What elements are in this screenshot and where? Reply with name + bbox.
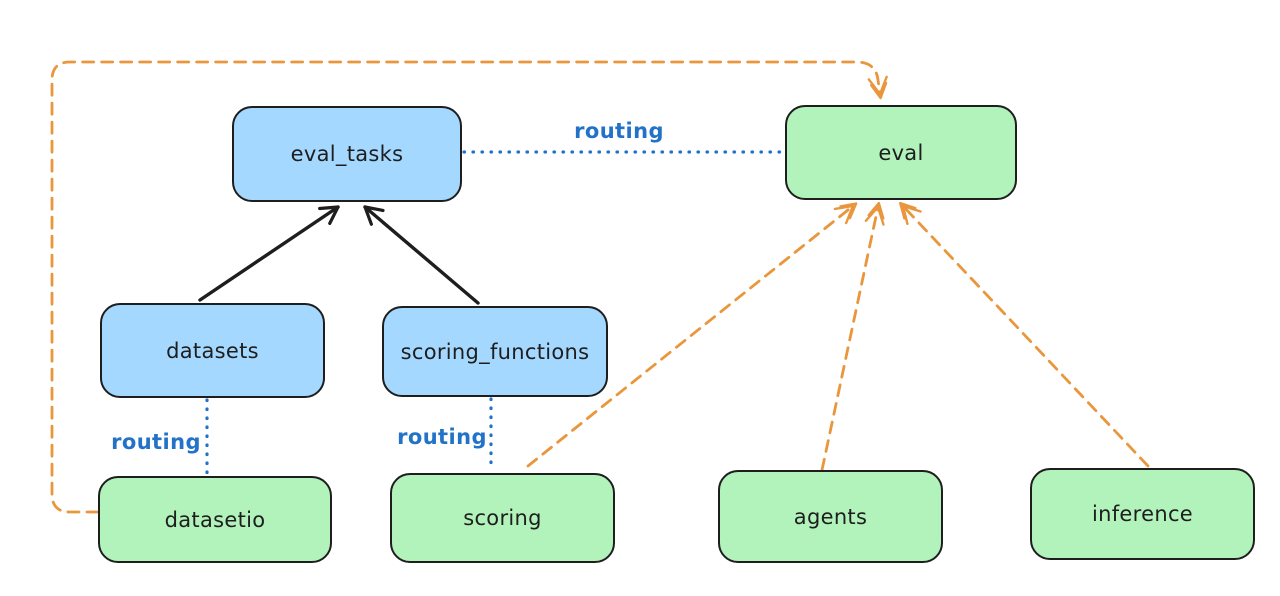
edge-datasetio-to-eval: [50, 60, 888, 514]
node-agents: agents: [718, 470, 943, 563]
routing-label-datasets-datasetio: routing: [111, 430, 201, 454]
node-datasets-label: datasets: [166, 338, 259, 363]
node-scoring: scoring: [390, 473, 615, 563]
edge-agents-to-eval: [820, 201, 885, 472]
node-eval-label: eval: [878, 140, 924, 165]
edge-scoring-to-eval: [526, 202, 858, 468]
node-agents-label: agents: [793, 504, 868, 529]
node-scoring-functions-label: scoring_functions: [400, 339, 590, 364]
node-inference: inference: [1030, 468, 1255, 560]
node-datasetio: datasetio: [98, 476, 332, 563]
routing-label-scoring-functions-scoring: routing: [397, 425, 487, 449]
node-datasetio-label: datasetio: [164, 507, 266, 532]
node-scoring-functions: scoring_functions: [382, 306, 608, 397]
node-datasets: datasets: [100, 303, 325, 398]
node-eval: eval: [785, 105, 1017, 200]
edge-datasets-to-eval-tasks: [198, 205, 340, 302]
node-eval-tasks-label: eval_tasks: [290, 142, 404, 166]
node-scoring-label: scoring: [463, 506, 542, 530]
node-eval-tasks: eval_tasks: [232, 106, 462, 202]
node-inference-label: inference: [1091, 502, 1194, 526]
edge-scoring-functions-to-eval-tasks: [363, 205, 480, 305]
routing-label-eval-tasks-eval: routing: [574, 119, 664, 143]
edge-inference-to-eval: [899, 201, 1150, 468]
